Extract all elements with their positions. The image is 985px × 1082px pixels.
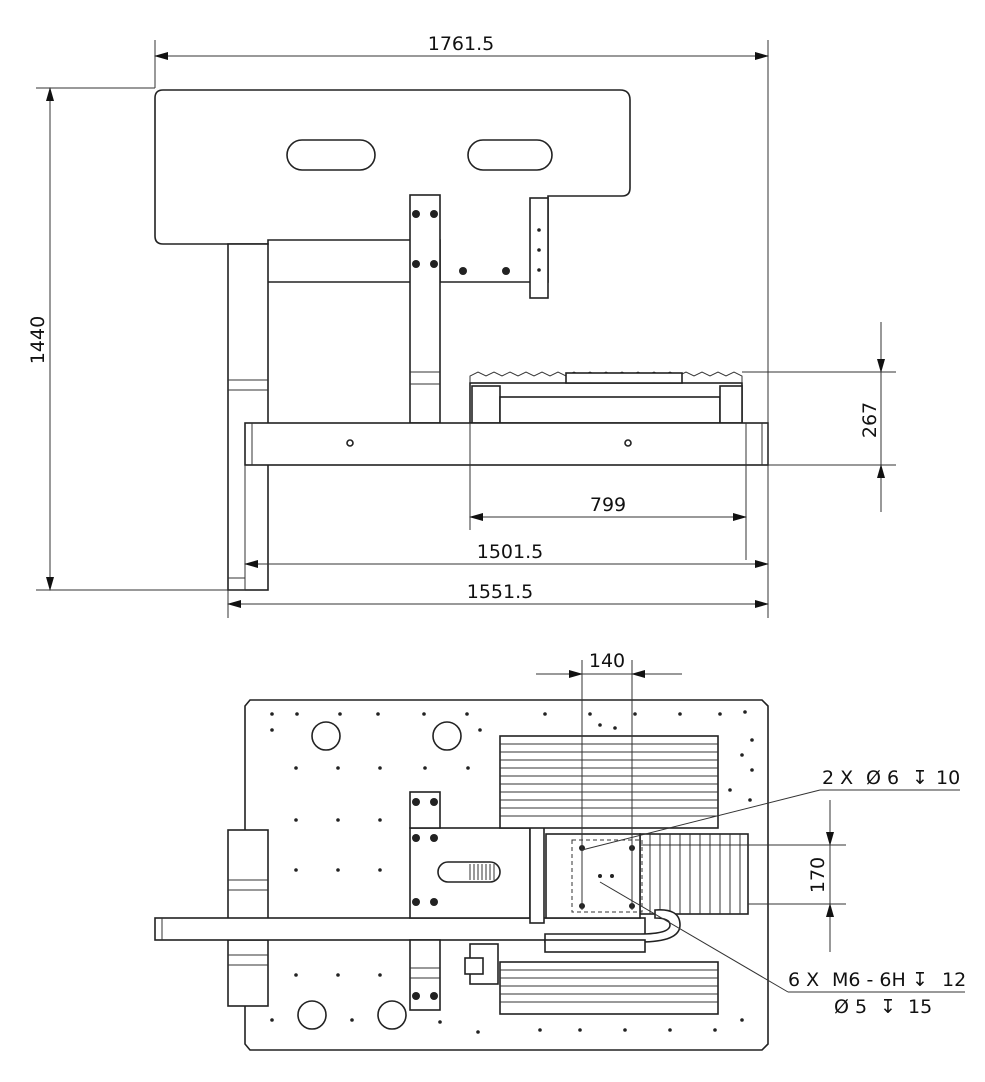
dim-spacing-140: 140	[589, 650, 625, 672]
slot-left	[286, 139, 376, 171]
right-bracket	[529, 197, 549, 299]
center-column	[409, 194, 441, 424]
callout-lower-depth-symbol: ↧	[912, 969, 928, 991]
slot-right	[467, 139, 553, 171]
callout-lower-qty: 6 X	[788, 969, 819, 991]
left-block-lower	[227, 939, 269, 1007]
callout-upper-depth: 10	[936, 767, 960, 789]
carriage	[545, 833, 641, 919]
bellows-right	[639, 833, 749, 915]
cable-chain	[544, 908, 681, 943]
dim-spacing-170: 170	[807, 857, 829, 893]
left-block-upper	[227, 829, 269, 921]
horizontal-arm	[154, 917, 646, 941]
top-view: 1761.5 1440 267 799 1501.5 1551.5	[27, 33, 896, 618]
dim-rail-height: 267	[859, 402, 881, 438]
callout-upper-qty: 2 X	[822, 767, 853, 789]
dim-base-1501: 1501.5	[477, 541, 543, 563]
horizontal-rail	[244, 422, 769, 466]
callout-lower-spec: M6 - 6H	[832, 969, 906, 991]
dim-base-1551: 1551.5	[467, 581, 533, 603]
rack-teeth	[469, 371, 743, 383]
callout-upper-spec: Ø 6	[866, 767, 899, 789]
dim-stroke-799: 799	[590, 494, 626, 516]
bellows-upper-ribs	[500, 743, 718, 817]
bellows-lower	[499, 961, 719, 1015]
mounting-dots	[270, 710, 754, 1034]
dim-overall-width: 1761.5	[428, 33, 494, 55]
bellows-upper	[499, 735, 719, 829]
adjust-slot	[437, 861, 501, 883]
left-leg	[227, 243, 269, 591]
callout-lower-drill-depth: 15	[908, 996, 932, 1018]
callout-lower-drill: Ø 5	[834, 996, 867, 1018]
callout-upper-depth-symbol: ↧	[912, 767, 928, 789]
upper-plate	[154, 89, 631, 283]
bottom-view: 140 170 2 X Ø 6 ↧ 10 6 X M6 - 6H ↧ 12 Ø …	[154, 650, 966, 1051]
callout-lower-depth: 12	[942, 969, 966, 991]
callout-lower-drill-depth-symbol: ↧	[880, 996, 896, 1018]
dim-overall-height: 1440	[27, 316, 49, 364]
